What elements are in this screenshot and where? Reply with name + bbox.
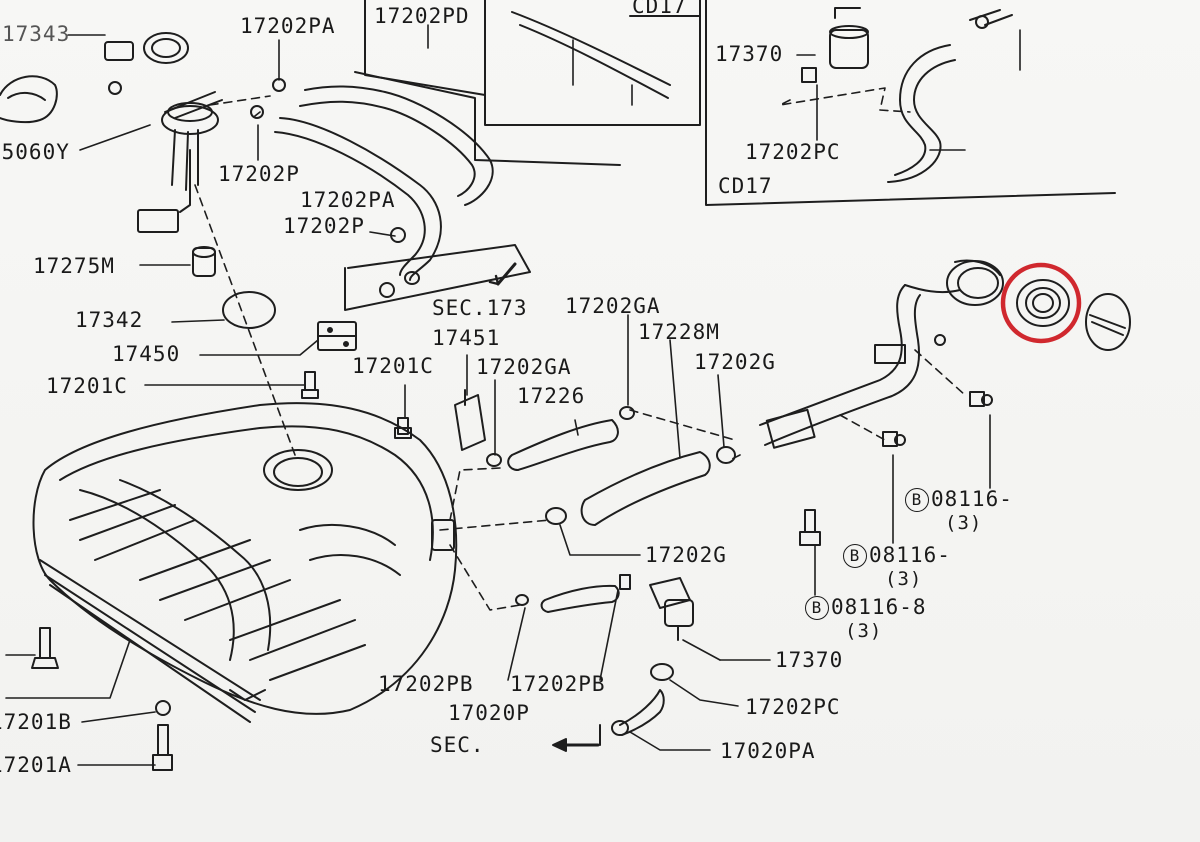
label-17370-top: 17370 bbox=[715, 42, 784, 66]
label-cd17-box: CD17 bbox=[718, 174, 773, 198]
label-cd17-top: CD17 bbox=[632, 0, 687, 18]
filler-cap bbox=[1085, 293, 1131, 351]
label-bolt-2-qty: (3) bbox=[885, 568, 923, 590]
canister-17370 bbox=[515, 574, 694, 752]
neck-bolts bbox=[799, 391, 993, 546]
label-17202pc-bottom: 17202PC bbox=[745, 695, 841, 719]
label-17342: 17342 bbox=[75, 308, 144, 332]
label-17202pc-top: 17202PC bbox=[745, 140, 841, 164]
label-17370-bottom: 17370 bbox=[775, 648, 844, 672]
label-17201c-1: 17201C bbox=[352, 354, 434, 378]
label-17202g-2: 17202G bbox=[645, 543, 727, 567]
solid-leaders bbox=[5, 24, 1021, 766]
label-17202pb-2: 17202PB bbox=[510, 672, 606, 696]
label-sec173: SEC.173 bbox=[432, 296, 528, 320]
highlight-circle bbox=[1000, 262, 1082, 344]
hose-bracket-17451 bbox=[454, 389, 486, 451]
label-17201b: 17201B bbox=[0, 710, 72, 734]
label-17202ga-2: 17202GA bbox=[476, 355, 572, 379]
label-17202pa-2: 17202PA bbox=[300, 188, 396, 212]
sub-frame-lines bbox=[354, 0, 1116, 206]
label-17450: 17450 bbox=[112, 342, 181, 366]
fuel-sender-unit bbox=[0, 32, 223, 277]
label-17201a: 17201A bbox=[0, 753, 72, 777]
label-17020pa: 17020PA bbox=[720, 739, 816, 763]
dashed-leaders bbox=[194, 87, 966, 611]
label-25060y: 25060Y bbox=[0, 140, 70, 164]
label-17202pb-1: 17202PB bbox=[378, 672, 474, 696]
fuel-tank bbox=[32, 402, 458, 723]
filler-cap-ring bbox=[1016, 279, 1070, 327]
label-17202g-1: 17202G bbox=[694, 350, 776, 374]
label-17202ga-1: 17202GA bbox=[565, 294, 661, 318]
cd17-components bbox=[511, 7, 1013, 183]
label-17020p: 17020P bbox=[448, 701, 530, 725]
filler-neck-pipe bbox=[759, 259, 1004, 449]
label-17202p-2: 17202P bbox=[283, 214, 365, 238]
b-symbol: B bbox=[805, 596, 829, 620]
label-17343: 17343 bbox=[2, 22, 71, 46]
tank-mounting-bolts bbox=[31, 371, 412, 771]
b-symbol: B bbox=[905, 488, 929, 512]
label-bolt-1-qty: (3) bbox=[945, 512, 983, 534]
label-17226: 17226 bbox=[517, 384, 586, 408]
label-sec-bottom: SEC. bbox=[430, 733, 485, 757]
label-17228m: 17228M bbox=[638, 320, 720, 344]
fuel-pump-bracket bbox=[317, 321, 357, 351]
tank-gasket bbox=[222, 291, 276, 329]
label-17202pa-top: 17202PA bbox=[240, 14, 336, 38]
label-17275m: 17275M bbox=[33, 254, 115, 278]
label-bolt-3-qty: (3) bbox=[845, 620, 883, 642]
vapor-hoses bbox=[250, 78, 494, 298]
label-17202p-1: 17202P bbox=[218, 162, 300, 186]
b-symbol: B bbox=[843, 544, 867, 568]
filler-hoses bbox=[486, 406, 736, 526]
label-17202pd: 17202PD bbox=[374, 4, 470, 28]
sec173-bracket bbox=[344, 244, 531, 311]
label-17201c-2: 17201C bbox=[46, 374, 128, 398]
label-17451: 17451 bbox=[432, 326, 501, 350]
